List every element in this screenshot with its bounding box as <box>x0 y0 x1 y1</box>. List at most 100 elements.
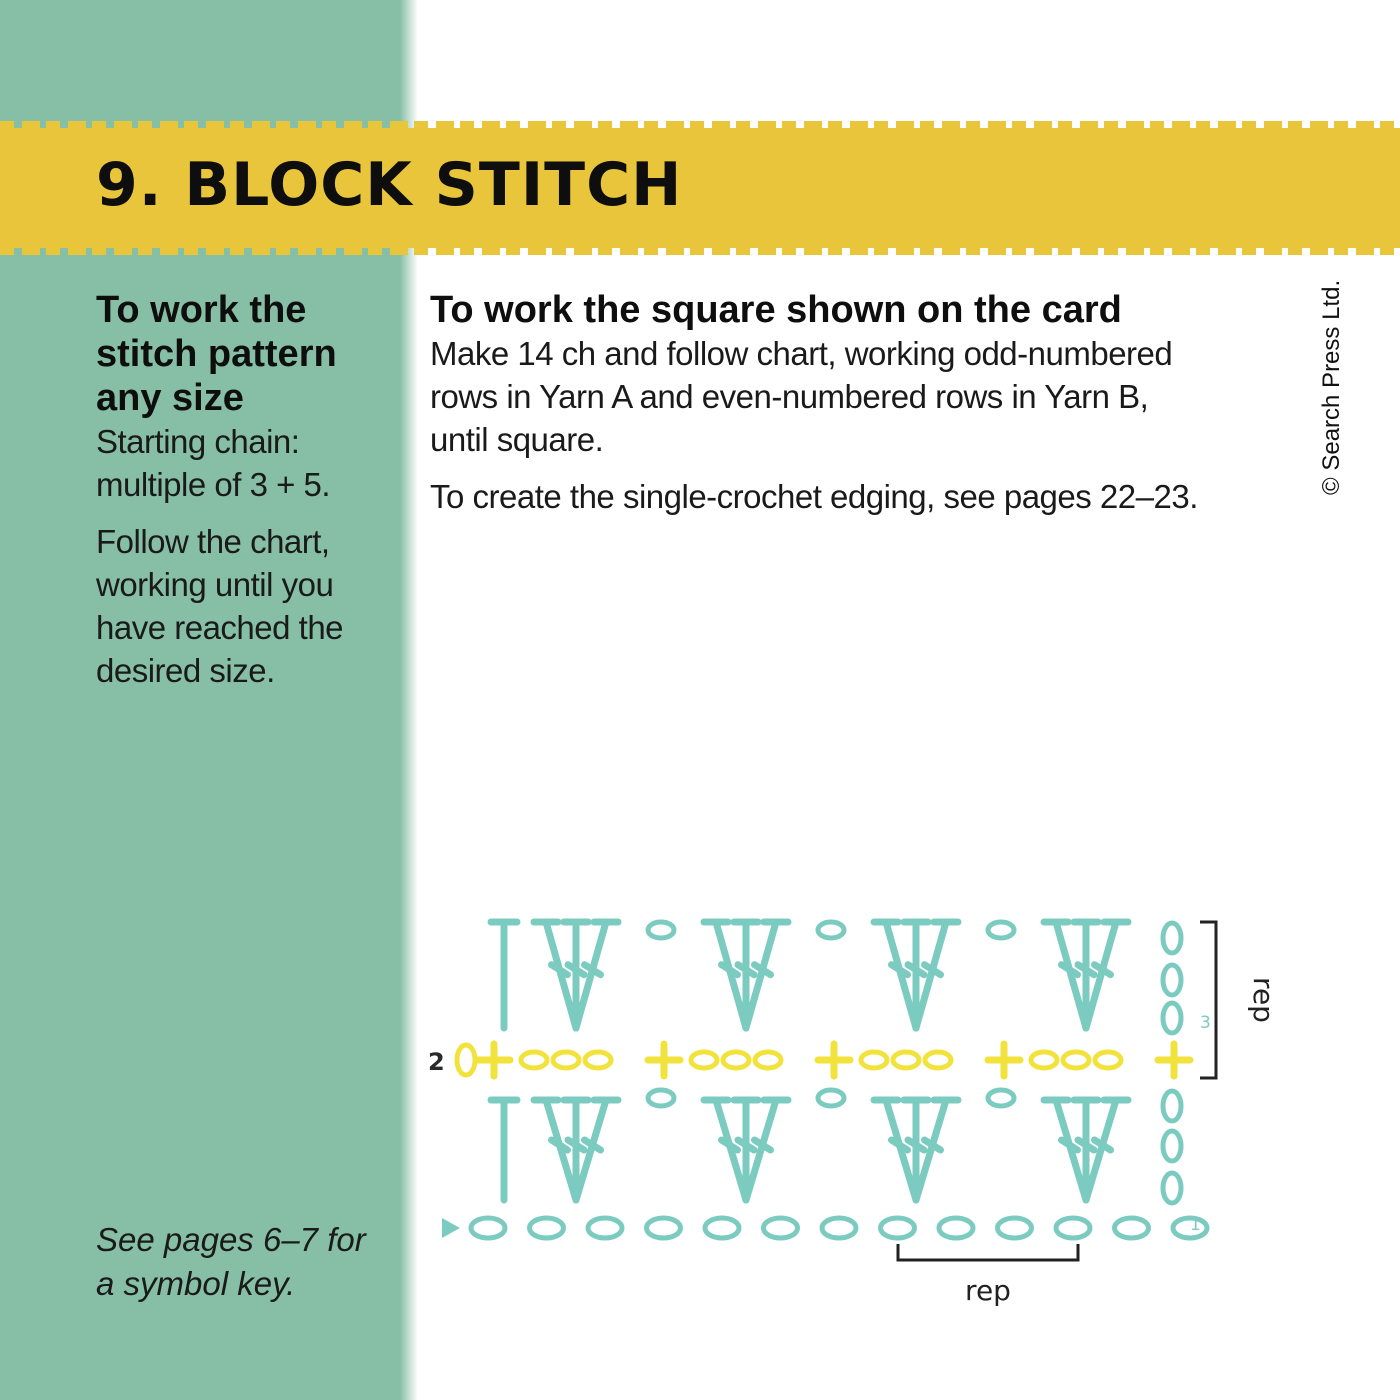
turning-chain-oval <box>1160 962 1184 998</box>
stitch-stem <box>712 918 750 1032</box>
stitch-wrap-mark <box>1074 961 1098 979</box>
stitch-group <box>530 918 622 1032</box>
chain-oval <box>985 1087 1017 1109</box>
chain-oval <box>550 1049 582 1071</box>
main-paragraph-1: Make 14 ch and follow chart, working odd… <box>430 335 1173 458</box>
chain-oval <box>1028 1049 1060 1071</box>
side-heading: To work the stitch pattern any size <box>96 289 337 419</box>
chain-oval <box>985 919 1017 941</box>
stitch-wrap-mark <box>921 1136 944 1154</box>
single-crochet-plus <box>814 1040 854 1080</box>
stitch-wrap-mark <box>734 1136 758 1154</box>
chain-oval <box>518 1049 550 1071</box>
stitch-stem <box>572 1096 610 1204</box>
stitch-wrap-mark <box>581 961 604 979</box>
turning-chain-oval <box>1160 1170 1184 1206</box>
stitch-wrap-mark <box>1091 961 1114 979</box>
single-crochet-plus <box>474 1040 514 1080</box>
stitch-stem <box>742 1096 780 1204</box>
row3-stitch-groups <box>487 918 1132 1032</box>
stitch-stem <box>1052 918 1090 1032</box>
stitch-wrap-mark <box>1058 961 1081 979</box>
stitch-wrap-mark <box>718 961 741 979</box>
stitch-wrap-mark <box>888 961 911 979</box>
main-column: To work the square shown on the card Mak… <box>430 288 1210 518</box>
stitch-wrap-mark <box>718 1136 741 1154</box>
chain-oval <box>890 1049 922 1071</box>
edge-stitch <box>487 918 521 1032</box>
chain-oval <box>645 1087 677 1109</box>
chain-oval <box>585 1215 625 1241</box>
stitch-wrap-mark <box>904 961 928 979</box>
horizontal-rep-label: rep <box>965 1274 1011 1307</box>
stitch-wrap-mark <box>548 1136 571 1154</box>
stitch-wrap-mark <box>581 1136 604 1154</box>
stitch-wrap-mark <box>734 961 758 979</box>
stitch-stem <box>912 918 950 1032</box>
chain-oval <box>936 1215 976 1241</box>
chain-oval <box>922 1049 954 1071</box>
vertical-rep-label: rep <box>1247 977 1280 1023</box>
stitch-group <box>700 918 792 1032</box>
stitch-group <box>1040 1096 1132 1204</box>
stitch-stem <box>912 1096 950 1204</box>
chain-oval <box>995 1215 1034 1241</box>
main-paragraph-2: To create the single-crochet edging, see… <box>430 478 1198 515</box>
row-number-1: 1 <box>1190 1215 1201 1235</box>
chain-oval <box>1053 1215 1093 1241</box>
stitch-wrap-mark <box>564 1136 588 1154</box>
turning-chain-oval <box>1160 1088 1184 1124</box>
stitch-stem <box>742 918 780 1032</box>
side-instructions: Follow the chart, working until you have… <box>96 523 344 689</box>
starting-chain-text: Starting chain: multiple of 3 + 5. <box>96 423 331 503</box>
row1-foundation-chain <box>468 1215 1210 1241</box>
chain-oval <box>720 1049 752 1071</box>
stitch-stem <box>542 918 580 1032</box>
stitch-chart: 2 3 1 rep rep <box>428 900 1298 1320</box>
chain-oval <box>1170 1215 1210 1241</box>
chain-oval <box>702 1215 742 1241</box>
stitch-stem <box>1082 1096 1120 1204</box>
stitch-wrap-mark <box>1058 1136 1081 1154</box>
chain-oval <box>688 1049 720 1071</box>
chain-oval <box>752 1049 784 1071</box>
horizontal-rep-bracket <box>896 1244 1080 1262</box>
row2-single-crochet-row <box>454 1040 1194 1080</box>
chain-oval <box>815 1087 847 1109</box>
turning-chain-oval <box>1160 1128 1184 1164</box>
stitch-wrap-mark <box>548 961 571 979</box>
stitch-group <box>870 1096 962 1204</box>
stitch-chart-svg: 2 3 1 rep rep <box>428 918 1280 1307</box>
chain-oval <box>645 919 677 941</box>
page-title: 9. BLOCK STITCH <box>96 150 683 220</box>
stitch-group <box>700 1096 792 1204</box>
single-crochet-plus <box>644 1040 684 1080</box>
stitch-stem <box>1082 918 1120 1032</box>
chain-oval <box>878 1215 917 1241</box>
stitch-wrap-mark <box>1091 1136 1114 1154</box>
side-column: To work the stitch pattern any size Star… <box>96 288 366 692</box>
stitch-wrap-mark <box>888 1136 911 1154</box>
single-crochet-plus <box>984 1040 1024 1080</box>
stitch-wrap-mark <box>751 1136 774 1154</box>
row-number-3: 3 <box>1200 1013 1211 1033</box>
vertical-rep-bracket <box>1200 920 1218 1080</box>
chain-oval <box>468 1215 508 1241</box>
chain-oval <box>1092 1049 1124 1071</box>
chain-oval <box>761 1215 800 1241</box>
stitch-wrap-mark <box>564 961 588 979</box>
turning-chain-oval <box>1160 920 1184 956</box>
symbol-key-note: See pages 6–7 for a symbol key. <box>96 1221 366 1302</box>
copyright-text: © Search Press Ltd. <box>1318 279 1345 495</box>
stitch-group <box>1040 918 1132 1032</box>
yellow-title-band <box>0 121 1400 255</box>
stitch-stem <box>882 918 920 1032</box>
chain-oval <box>644 1215 683 1241</box>
stitch-wrap-mark <box>921 961 944 979</box>
turning-chain-oval <box>1160 1000 1184 1036</box>
chain-oval <box>527 1215 566 1241</box>
chain-oval <box>819 1215 859 1241</box>
turning-chains <box>1160 920 1184 1206</box>
stitch-wrap-mark <box>1074 1136 1098 1154</box>
row-number-2: 2 <box>428 1048 445 1076</box>
